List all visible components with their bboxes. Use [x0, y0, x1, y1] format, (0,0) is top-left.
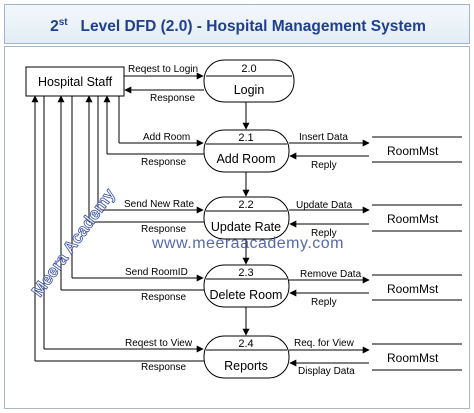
update-rate-flows [89, 206, 370, 228]
datastore-4: RoomMst [372, 343, 462, 371]
process-id-2-1: 2.1 [238, 132, 253, 144]
flow-send-roomid: Send RoomID [125, 267, 188, 278]
title-superscript: st [58, 17, 68, 28]
entity-hospital-staff: Hospital Staff [25, 66, 125, 97]
flow-remove-data: Remove Data [300, 269, 362, 280]
datastore-label: RoomMst [387, 212, 439, 226]
flow-delete-response: Response [141, 292, 186, 303]
flow-remove-reply: Reply [311, 297, 337, 308]
title-prefix: 2 [50, 18, 59, 36]
process-add-room: 2.1 Add Room [203, 129, 290, 173]
flow-login-request: Reqest to Login [128, 64, 198, 75]
process-delete-room: 2.3 Delete Room [203, 264, 290, 308]
flow-update-data: Update Data [296, 200, 353, 211]
flow-send-new-rate: Send New Rate [124, 199, 194, 210]
flow-request-view: Reqest to View [125, 338, 193, 349]
process-name-update-rate: Update Rate [211, 220, 281, 234]
process-id-2-4: 2.4 [238, 338, 253, 350]
process-id-2-2: 2.2 [238, 199, 253, 211]
diagram-title: 2st Level DFD (2.0) - Hospital Managemen… [5, 17, 471, 36]
flow-add-room: Add Room [143, 132, 190, 143]
entity-drop-lines [31, 95, 120, 361]
flow-insert-reply: Reply [311, 160, 337, 171]
datastore-label: RoomMst [387, 144, 439, 158]
title-main: Level DFD (2.0) - Hospital Management Sy… [80, 18, 426, 36]
datastore-label: RoomMst [387, 351, 439, 365]
watermark-url: www.meeraacademy.com [151, 235, 344, 252]
flow-insert-data: Insert Data [299, 132, 348, 143]
process-name-delete-room: Delete Room [210, 288, 283, 302]
process-update-rate: 2.2 Update Rate [203, 196, 290, 240]
datastore-label: RoomMst [387, 282, 439, 296]
reports-flows [35, 345, 370, 367]
process-name-login: Login [234, 83, 265, 97]
title-bar: 2st Level DFD (2.0) - Hospital Managemen… [4, 4, 470, 44]
watermark-brand: Meera Academy [28, 185, 119, 301]
process-id-2-0: 2.0 [241, 63, 256, 75]
flow-view-response: Response [141, 362, 186, 373]
process-id-2-3: 2.3 [238, 267, 253, 279]
datastore-2: RoomMst [372, 204, 462, 232]
entity-label: Hospital Staff [38, 75, 113, 89]
flow-add-response: Response [141, 157, 186, 168]
process-name-add-room: Add Room [216, 152, 275, 166]
process-reports: 2.4 Reports [203, 335, 290, 379]
datastore-1: RoomMst [372, 136, 462, 163]
process-name-reports: Reports [224, 359, 268, 373]
flow-display-data: Display Data [298, 366, 355, 377]
login-flows [124, 72, 204, 94]
flow-update-reply: Reply [311, 228, 337, 239]
flow-req-for-view: Req. for View [294, 338, 355, 349]
flow-login-response: Response [150, 93, 195, 104]
delete-room-flows [61, 274, 370, 297]
add-room-flows [107, 139, 370, 160]
datastore-3: RoomMst [372, 274, 462, 301]
process-login: 2.0 Login [203, 59, 295, 103]
flow-rate-response: Response [141, 224, 186, 235]
